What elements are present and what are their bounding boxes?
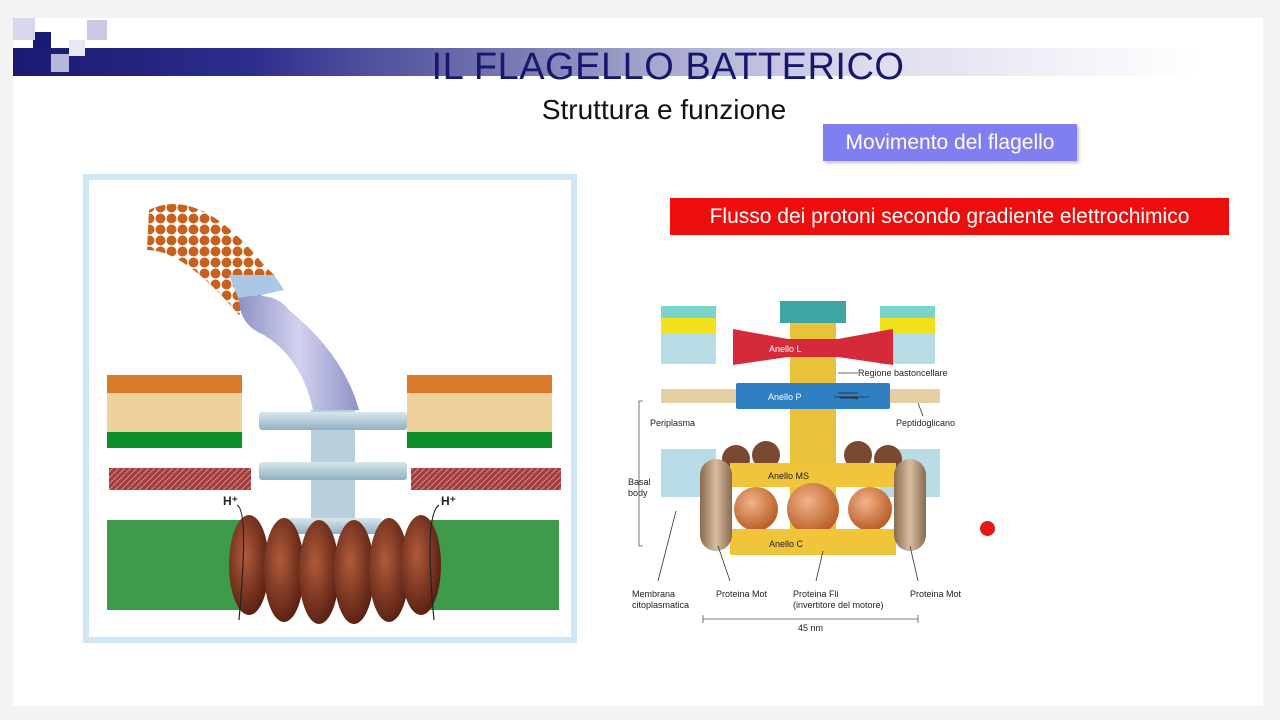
outer-membrane-left <box>107 375 242 448</box>
proton-label-left: H⁺ <box>223 494 238 508</box>
membrane-label-2: citoplasmatica <box>632 600 689 610</box>
ring-p-label: Anello P <box>768 392 802 402</box>
movement-label: Movimento del flagello <box>823 124 1077 161</box>
flagellum-motor-illustration: H⁺ H⁺ <box>83 174 577 643</box>
ring-ms-label: Anello MS <box>768 471 809 481</box>
mot-proteins <box>229 515 441 624</box>
decor-square <box>87 20 107 40</box>
ring-c-label: Anello C <box>769 539 804 549</box>
pointer-dot <box>980 521 995 536</box>
rod-region-label: Regione bastoncellare <box>858 368 948 378</box>
basal-body-diagram: Anello L Anello P Anello MS Anello C <box>618 301 970 633</box>
scale-label: 45 nm <box>798 623 823 631</box>
slide: IL FLAGELLO BATTERICO Struttura e funzio… <box>13 18 1263 706</box>
mot-right-label: Proteina Mot <box>910 589 962 599</box>
fli-label-1: Proteina Fli <box>793 589 839 599</box>
decor-square <box>69 40 85 56</box>
proton-flow-label: Flusso dei protoni secondo gradiente ele… <box>670 198 1229 235</box>
decor-square <box>51 54 69 72</box>
basal-body-drawing: Anello L Anello P Anello MS Anello C <box>628 301 962 633</box>
mot-left-label: Proteina Mot <box>716 589 768 599</box>
decor-square <box>13 18 35 40</box>
outer-membrane-right <box>407 375 552 448</box>
flagellum-drawing: H⁺ H⁺ <box>107 204 561 624</box>
slide-title: IL FLAGELLO BATTERICO <box>431 46 905 88</box>
title-banner <box>13 48 1198 76</box>
ring-l-label: Anello L <box>769 344 802 354</box>
slide-subtitle: Struttura e funzione <box>541 94 787 125</box>
membrane-label-1: Membrana <box>632 589 675 599</box>
decor-square <box>33 32 51 50</box>
basal-body-label-2: body <box>628 488 648 498</box>
peptidoglycan-label: Peptidoglicano <box>896 418 955 428</box>
fli-label-2: (invertitore del motore) <box>793 600 884 610</box>
proton-label-right: H⁺ <box>441 494 456 508</box>
periplasm-label: Periplasma <box>650 418 695 428</box>
